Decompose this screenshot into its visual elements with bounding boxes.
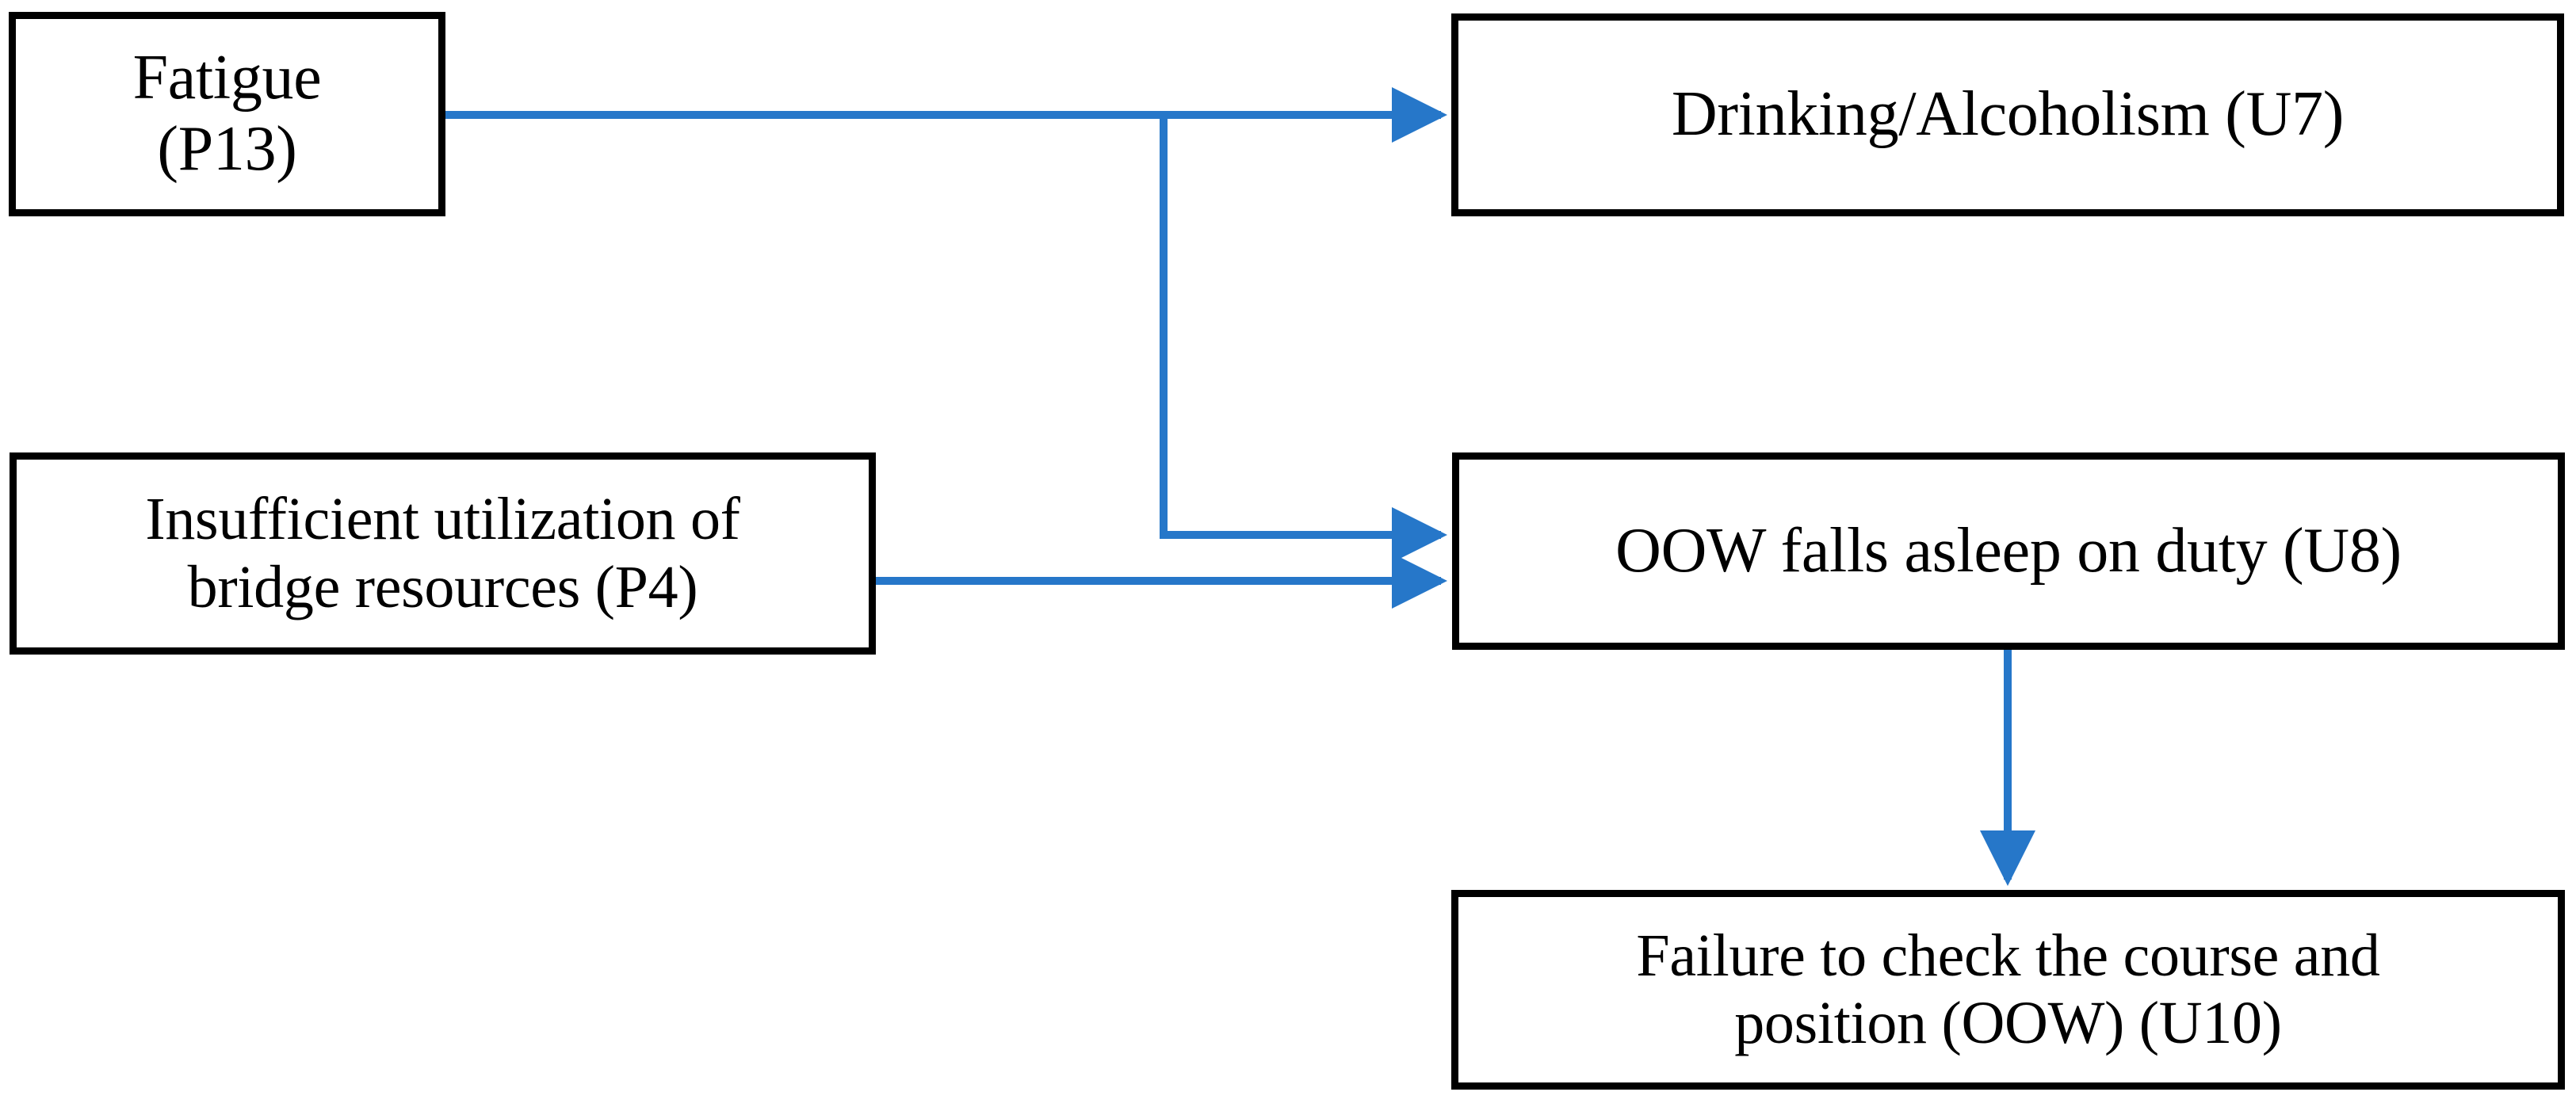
node-label-drinking-alcoholism-u7: Drinking/Alcoholism (U7): [1671, 79, 2345, 150]
node-oow-falls-asleep-u8[interactable]: OOW falls asleep on duty (U8): [1452, 452, 2565, 650]
node-label-failure-check-course-position-u10: Failure to check the course and position…: [1636, 922, 2380, 1056]
node-failure-check-course-position-u10[interactable]: Failure to check the course and position…: [1451, 890, 2565, 1090]
node-drinking-alcoholism-u7[interactable]: Drinking/Alcoholism (U7): [1451, 13, 2564, 216]
node-label-fatigue-p13: Fatigue (P13): [132, 43, 322, 184]
fatigue-to-oow-asleep-arrow: [1160, 115, 1448, 563]
node-label-oow-falls-asleep-u8: OOW falls asleep on duty (U8): [1615, 515, 2402, 586]
node-label-insufficient-bridge-resources-p4: Insufficient utilization of bridge resou…: [145, 486, 740, 620]
node-insufficient-bridge-resources-p4[interactable]: Insufficient utilization of bridge resou…: [10, 452, 876, 655]
node-fatigue-p13[interactable]: Fatigue (P13): [9, 12, 445, 216]
